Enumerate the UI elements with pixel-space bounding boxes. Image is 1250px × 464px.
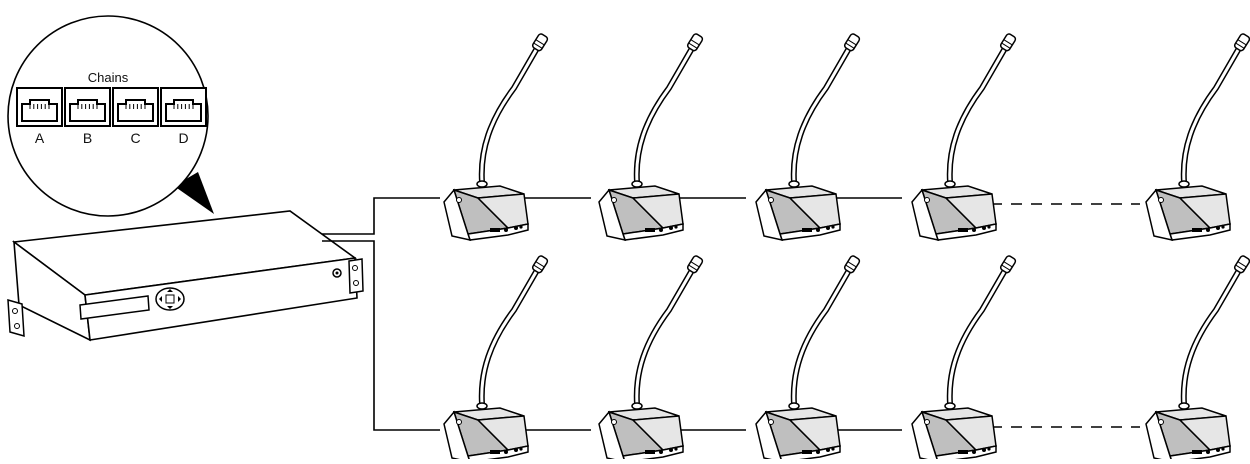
delegate-unit: [599, 255, 704, 459]
delegate-unit: [756, 33, 861, 240]
chain-row-bottom: [444, 255, 1250, 459]
port-a: A: [16, 87, 63, 146]
central-unit: [7, 210, 364, 342]
port-label: D: [178, 130, 188, 146]
delegate-unit: [444, 33, 549, 240]
port-label: B: [83, 130, 92, 146]
port-label: C: [130, 130, 140, 146]
delegate-unit: [912, 33, 1017, 240]
chain-row-top: [444, 33, 1250, 240]
chains-label: Chains: [88, 70, 129, 85]
delegate-unit: [1146, 255, 1250, 459]
navigation-keypad: [155, 287, 185, 311]
delegate-unit: [444, 255, 549, 459]
delegate-unit: [756, 255, 861, 459]
port-label: A: [35, 130, 45, 146]
display-window: [79, 295, 150, 320]
port-c: C: [112, 87, 159, 146]
delegate-unit: [912, 255, 1017, 459]
cable-top-trunk: [322, 197, 440, 235]
callout-magnifier: Chains A B C D: [7, 15, 214, 217]
chain-cables: [322, 197, 1140, 431]
port-b: B: [64, 87, 111, 146]
delegate-unit: [1146, 33, 1250, 240]
port-d: D: [160, 87, 207, 146]
cable-bottom-trunk: [322, 240, 440, 431]
delegate-unit: [599, 33, 704, 240]
